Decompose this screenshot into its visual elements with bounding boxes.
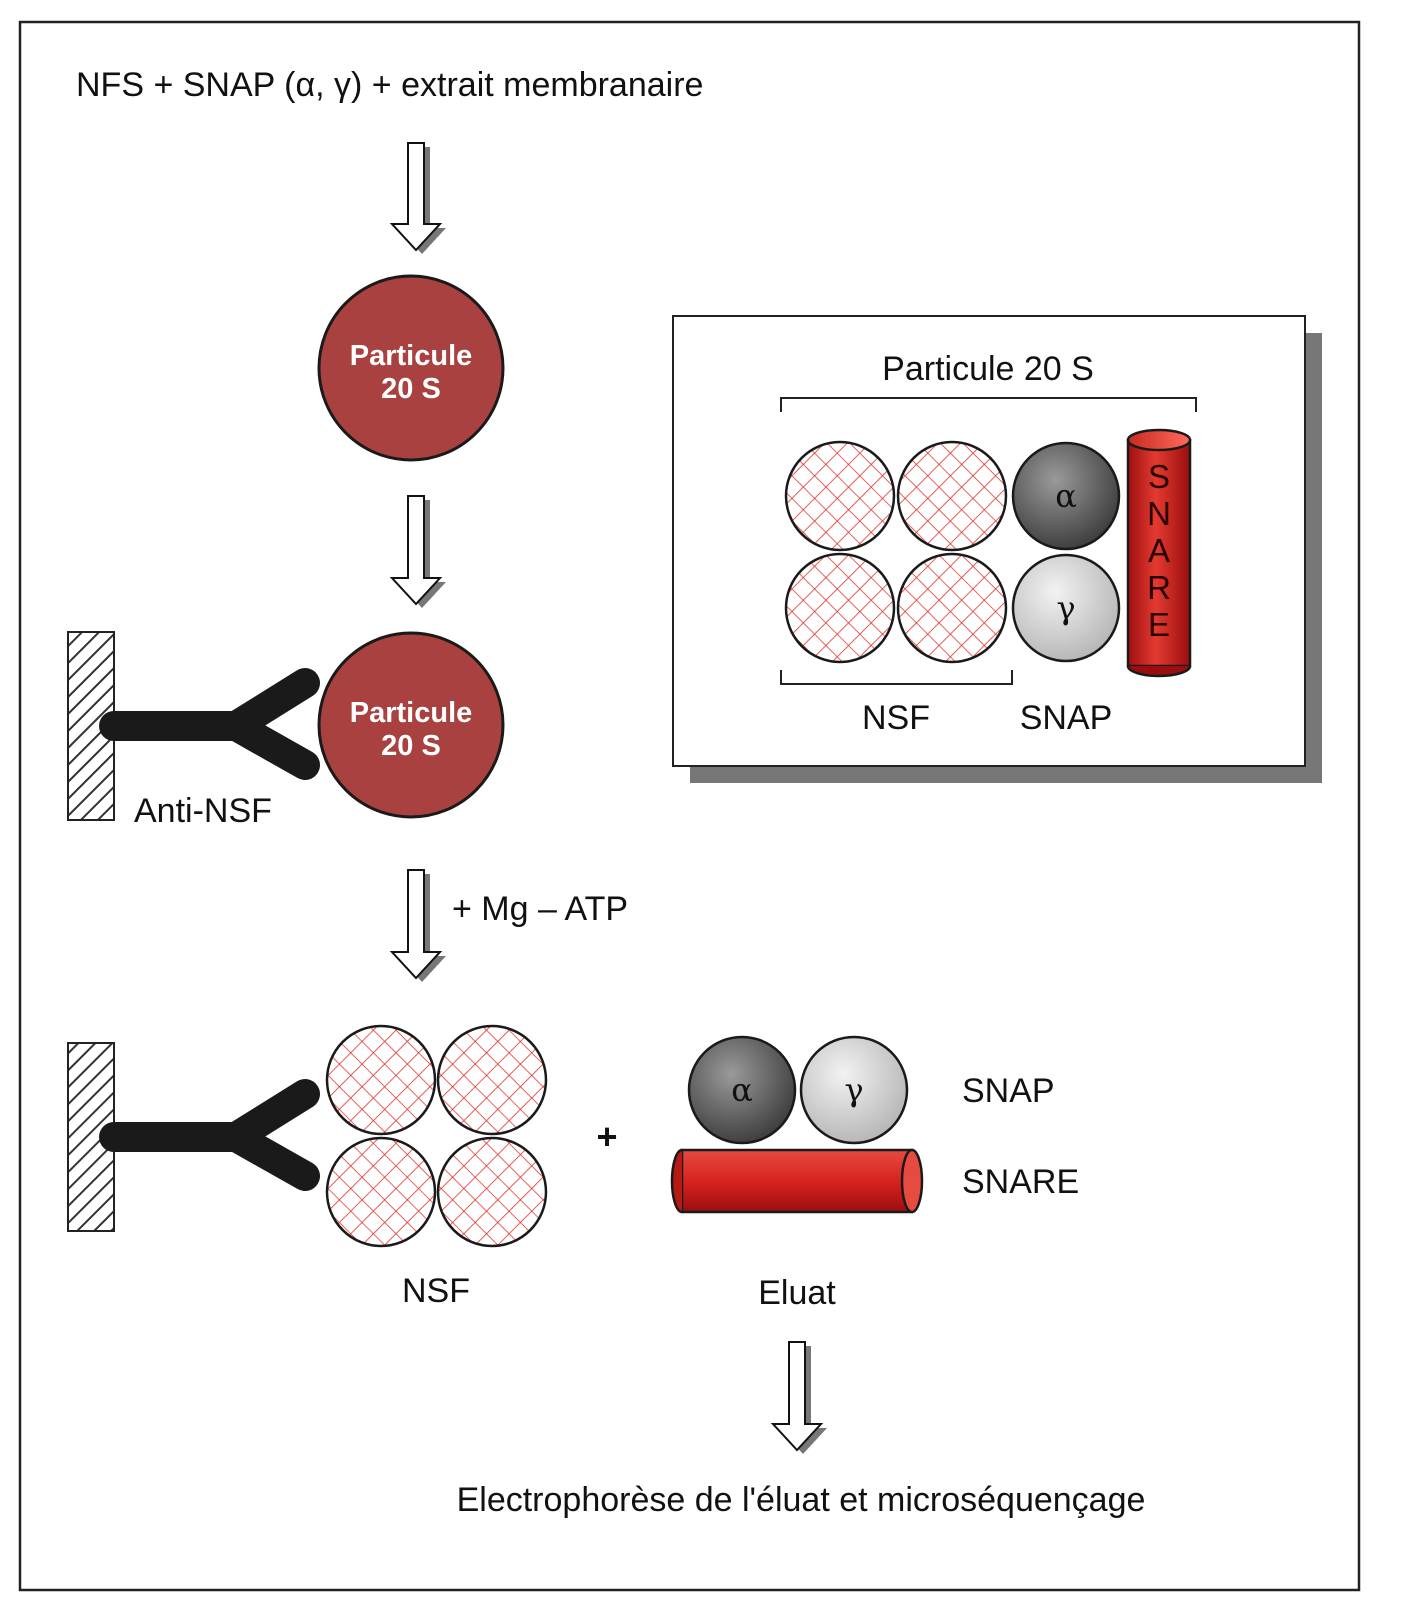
inset-nsf-bracket <box>780 670 1013 685</box>
arrow-down-1 <box>389 142 446 254</box>
nsf-subunit <box>784 552 896 664</box>
nsf-subunit <box>325 1024 437 1136</box>
arrow-down-3 <box>389 869 446 982</box>
snare-letter: N <box>1147 495 1171 532</box>
inset-panel: Particule 20 S α γ S N A R E NSF SNAP <box>672 315 1322 783</box>
inset-top-bracket <box>780 397 1197 412</box>
particle-label-line2: 20 S <box>381 373 441 405</box>
alpha-snap <box>1011 441 1121 551</box>
bottom-snap-label: SNAP <box>962 1072 1055 1110</box>
inset-title: Particule 20 S <box>882 350 1094 388</box>
inset-nsf-label: NSF <box>862 699 930 737</box>
bottom-snare-label: SNARE <box>962 1163 1079 1201</box>
arrow-down-4 <box>770 1341 827 1454</box>
nsf-subunit <box>325 1136 437 1248</box>
particle-label-line1: Particule <box>350 340 473 372</box>
snare-letter: S <box>1148 458 1170 495</box>
snare-letter: E <box>1148 606 1170 643</box>
anti-nsf-label: Anti-NSF <box>134 792 272 830</box>
mg-atp-label: + Mg – ATP <box>452 890 628 928</box>
snare-horizontal <box>670 1148 924 1214</box>
top-title: NFS + SNAP (α, γ) + extrait membranaire <box>76 66 703 104</box>
particle-circle <box>317 274 505 462</box>
antibody-2 <box>99 1079 320 1191</box>
outer-frame <box>18 20 1361 1592</box>
nsf-subunit <box>784 440 896 552</box>
plus-sign: + <box>596 1116 617 1157</box>
nsf-subunit <box>436 1024 548 1136</box>
snare-letter: R <box>1147 569 1171 606</box>
footer-caption: Electrophorèse de l'éluat et microséquen… <box>457 1481 1146 1519</box>
particle-circle <box>317 631 505 819</box>
particle-label-line2: 20 S <box>381 730 441 762</box>
snare-vertical: S N A R E <box>1126 428 1192 678</box>
alpha-snap <box>687 1035 797 1145</box>
nsf-complex <box>325 1024 548 1248</box>
nsf-subunit <box>896 440 1008 552</box>
nsf-subunit <box>436 1136 548 1248</box>
eluate-complex: α γ <box>670 1035 924 1214</box>
bottom-nsf-label: NSF <box>402 1272 470 1310</box>
arrow-down-2 <box>389 495 446 608</box>
gamma-snap <box>1011 553 1121 663</box>
particle-20s-bound: Particule 20 S <box>317 631 505 819</box>
particle-20s-top: Particule 20 S <box>317 274 505 462</box>
gamma-snap <box>799 1035 909 1145</box>
eluate-label: Eluat <box>758 1274 836 1312</box>
alpha-symbol: α <box>731 1071 753 1109</box>
snare-letter: A <box>1148 532 1170 569</box>
gamma-symbol: γ <box>844 1071 863 1109</box>
gamma-symbol: γ <box>1056 589 1075 627</box>
alpha-symbol: α <box>1055 477 1077 515</box>
inset-snap-label: SNAP <box>1020 699 1113 737</box>
antibody-1 <box>99 668 320 780</box>
nsf-subunit <box>896 552 1008 664</box>
particle-label-line1: Particule <box>350 697 473 729</box>
